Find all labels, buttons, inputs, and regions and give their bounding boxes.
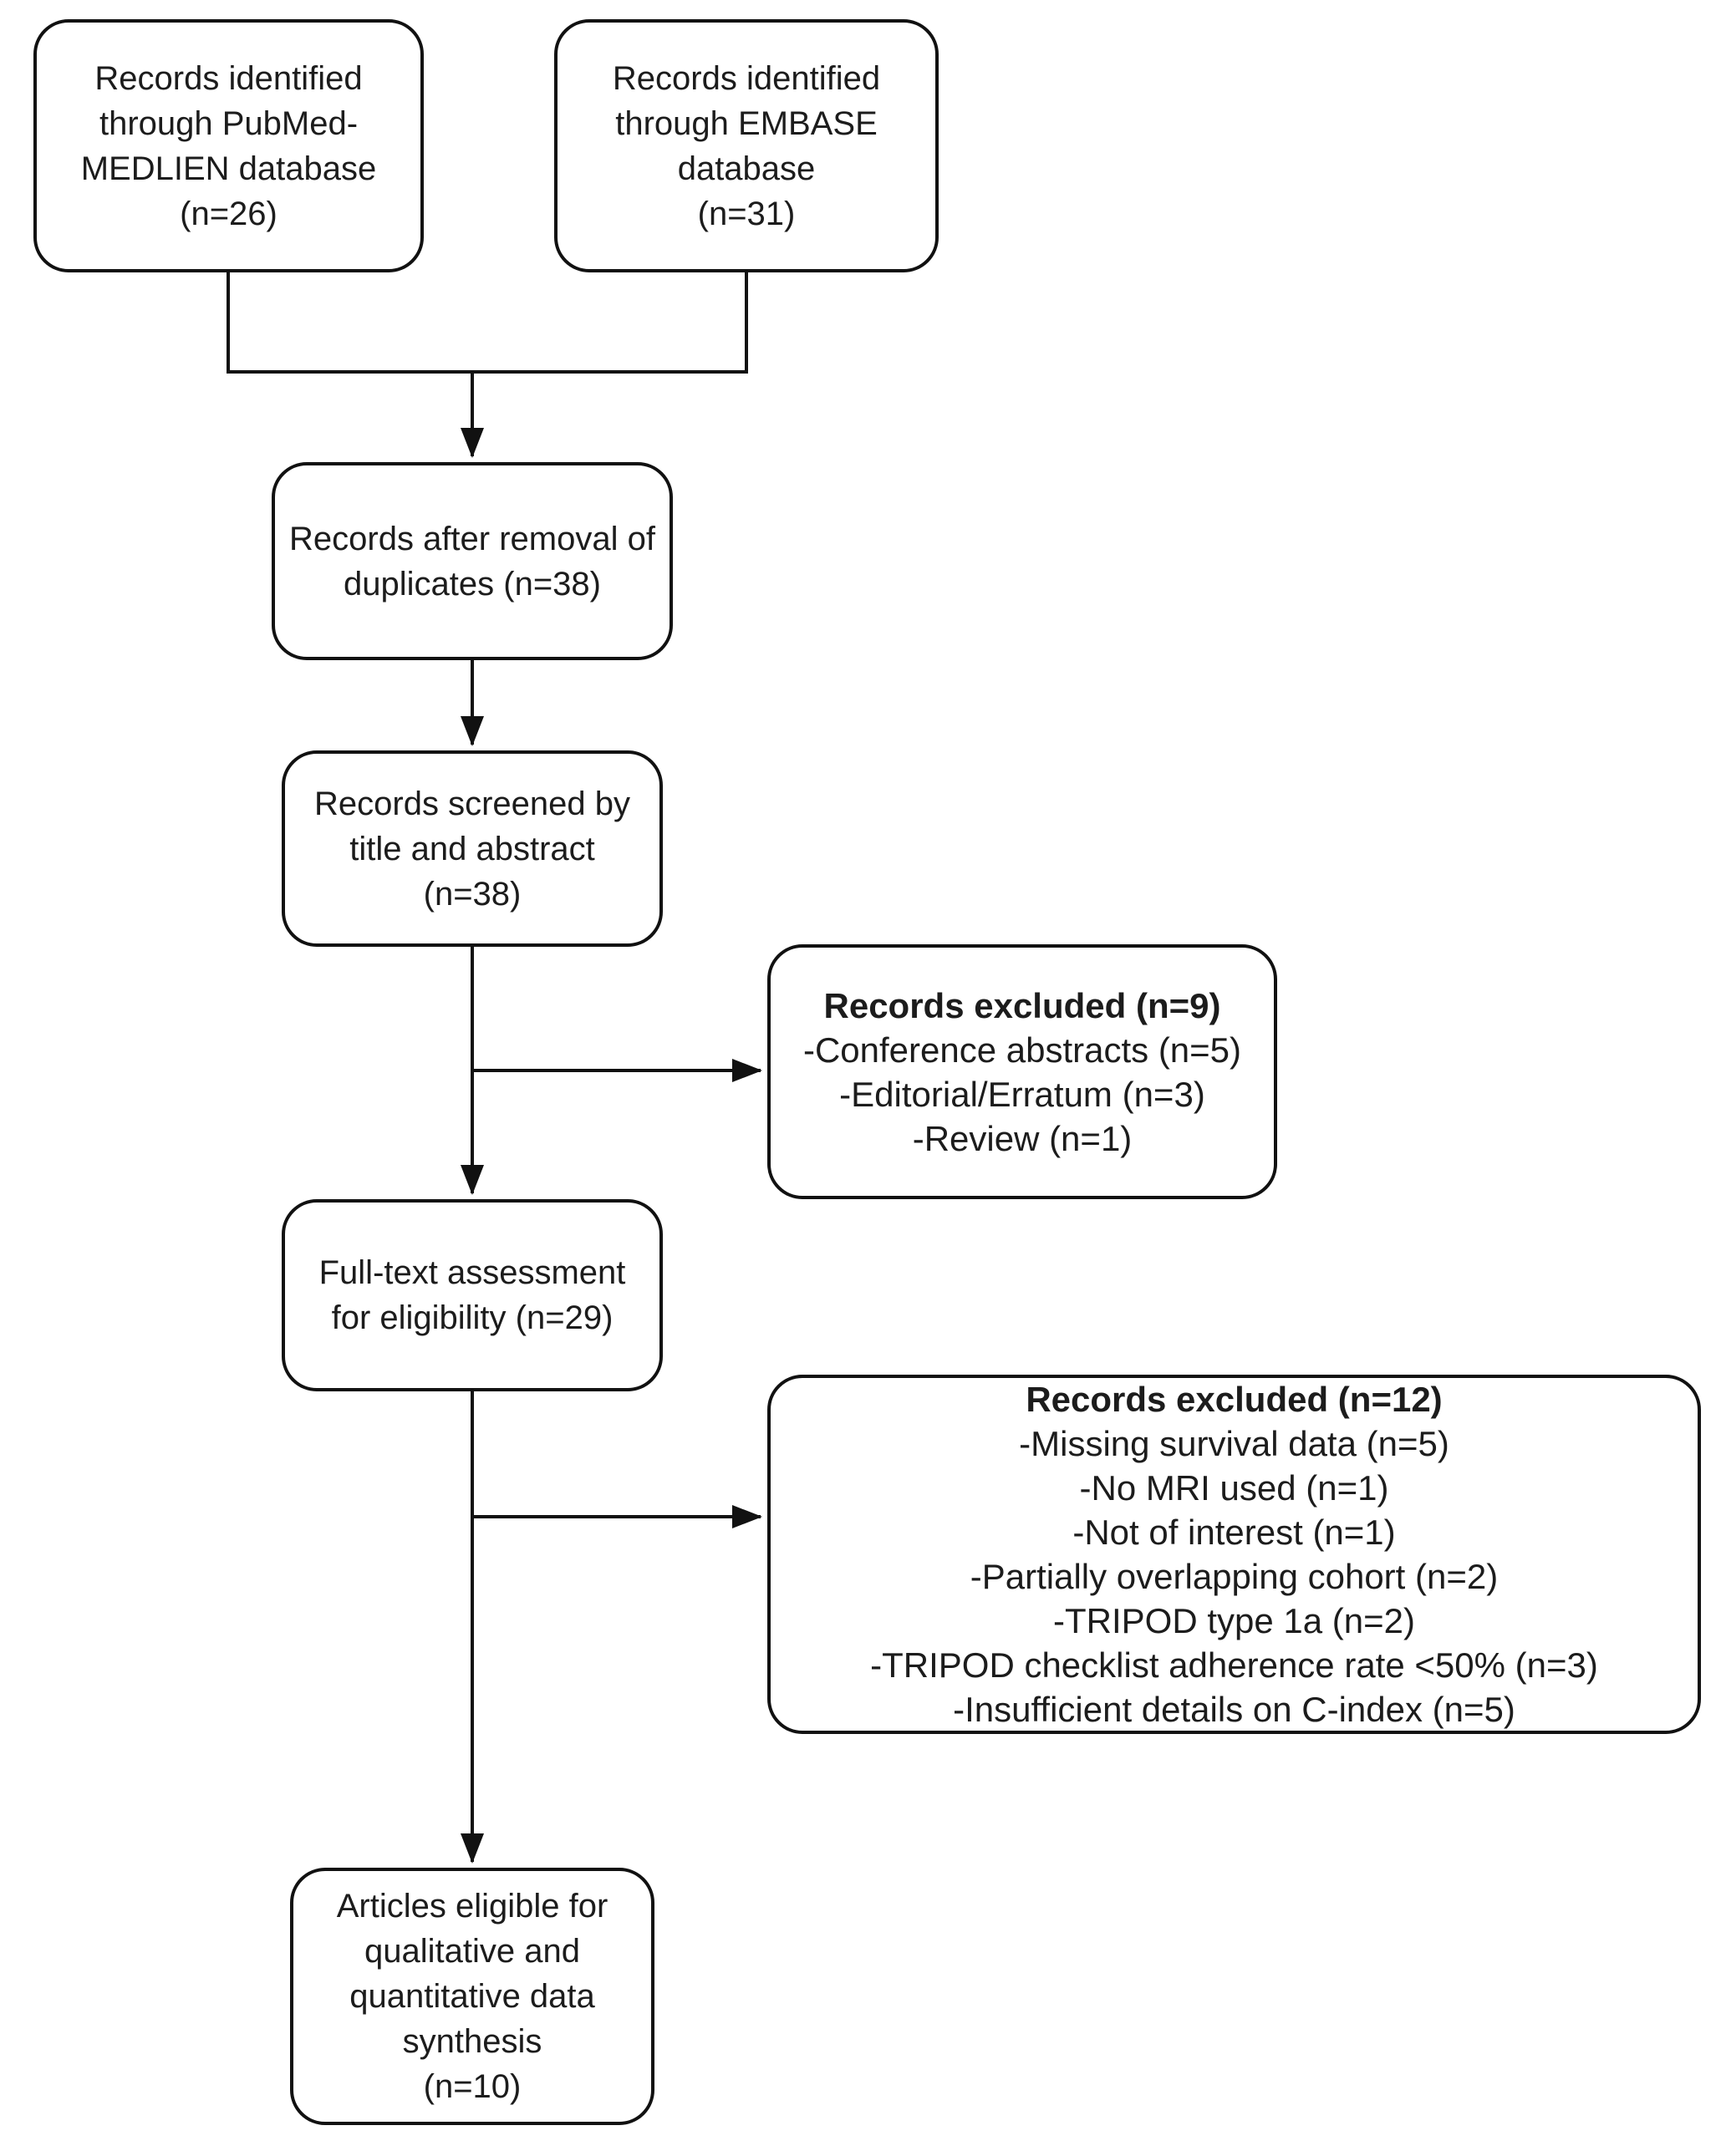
box-after-duplicates-removed: Records after removal of duplicates (n=3… (272, 462, 673, 660)
box-identified-pubmed: Records identified through PubMed- MEDLI… (33, 19, 424, 272)
box-fulltext-assessment: Full-text assessment for eligibility (n=… (282, 1199, 663, 1391)
box-records-screened: Records screened by title and abstract (… (282, 750, 663, 947)
box-records-excluded-fulltext-title: Records excluded (n=12) (1026, 1380, 1443, 1419)
box-records-excluded-fulltext: Records excluded (n=12) -Missing surviva… (767, 1375, 1701, 1734)
box-identified-pubmed-text: Records identified through PubMed- MEDLI… (80, 59, 377, 232)
box-articles-eligible-text: Articles eligible for qualitative and qu… (336, 1888, 608, 2105)
box-identified-embase: Records identified through EMBASE databa… (554, 19, 939, 272)
box-records-excluded-screening-items: -Conference abstracts (n=5) -Editorial/E… (802, 1030, 1242, 1158)
box-after-duplicates-removed-text: Records after removal of duplicates (n=3… (289, 520, 655, 603)
box-articles-eligible: Articles eligible for qualitative and qu… (290, 1868, 654, 2125)
box-fulltext-assessment-text: Full-text assessment for eligibility (n=… (318, 1254, 626, 1336)
box-records-screened-text: Records screened by title and abstract (… (314, 785, 630, 913)
box-records-excluded-screening-title: Records excluded (n=9) (823, 985, 1221, 1025)
box-identified-embase-text: Records identified through EMBASE databa… (612, 59, 881, 232)
box-records-excluded-fulltext-items: -Missing survival data (n=5) -No MRI use… (870, 1424, 1598, 1729)
box-records-excluded-screening: Records excluded (n=9) -Conference abstr… (767, 944, 1277, 1199)
